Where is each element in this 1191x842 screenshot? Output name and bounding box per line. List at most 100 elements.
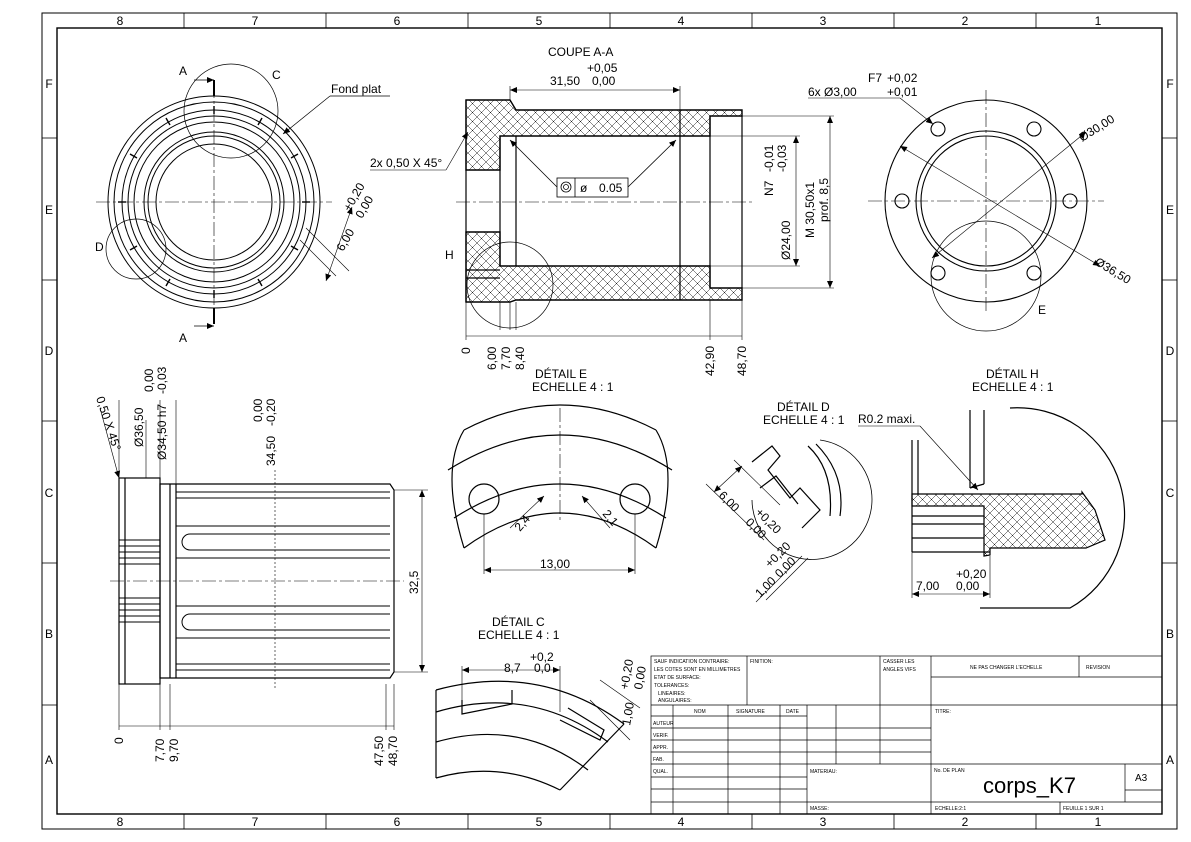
side-view-ord-4870: 48,70	[386, 736, 400, 766]
detail-h-outline	[911, 407, 1126, 609]
section-aa-title: COUPE A-A	[548, 45, 613, 59]
tb-general-note-4: LINEAIRES:	[658, 691, 686, 697]
side-view-ord-970: 9,70	[167, 738, 181, 762]
end-view-dims	[808, 97, 1101, 267]
side-view-dia-3450-tol-minus: -0,03	[155, 366, 169, 394]
zone-col-bottom: 4	[678, 815, 685, 829]
detail-h-title: DÉTAIL H	[986, 366, 1039, 381]
zone-row-right: C	[1166, 486, 1175, 500]
tb-general-note-5: ANGULAIRES:	[658, 698, 692, 704]
tb-format: A3	[1135, 773, 1148, 784]
section-aa-ord-4290: 42,90	[703, 346, 717, 376]
tb-row-auteur: AUTEUR	[653, 721, 674, 727]
section-aa-len: 31,50	[550, 74, 580, 88]
tb-echelle: ECHELLE:2:1	[935, 806, 966, 812]
zone-row-left: B	[45, 627, 53, 641]
section-aa-thread-depth: prof. 8,5	[817, 178, 831, 222]
detail-h-scale: ECHELLE 4 : 1	[972, 380, 1054, 394]
tb-masse: MASSE:	[810, 806, 829, 812]
section-aa-ord-770: 7,70	[499, 346, 513, 370]
front-view	[96, 63, 390, 329]
section-aa-bore-tol-b: -0,03	[775, 144, 789, 172]
title-block	[650, 655, 1163, 815]
tb-general-note-1: LES COTES SONT EN MILLIMETRES	[654, 667, 741, 673]
front-dim-6-value: 6,00	[333, 226, 357, 254]
side-view-mid-tol-zero: 0,00	[251, 398, 265, 422]
section-aa-len-tol-zero: 0,00	[592, 74, 616, 88]
detail-c-view	[435, 666, 641, 791]
detail-c-dim1: 1,00	[619, 701, 637, 727]
section-aa-ord-0: 0	[459, 347, 473, 354]
tb-col-nom: NOM	[694, 709, 706, 715]
zone-col-top: 6	[394, 14, 401, 28]
zone-row-right: A	[1166, 753, 1174, 767]
end-view-holes-tol-a: +0,02	[887, 71, 918, 85]
fond-plat-leader	[282, 95, 390, 135]
detail-d-dim1-text: 1,00 +0,20 0,00	[752, 539, 798, 600]
section-aa-chamfer: 2x 0,50 X 45°	[370, 156, 442, 170]
fond-plat-note: Fond plat	[331, 82, 382, 96]
detail-e-label: E	[1038, 303, 1046, 317]
detail-d-circle	[105, 218, 167, 280]
tb-revision: REVISION	[1086, 665, 1110, 671]
detail-e-hole-right	[619, 483, 651, 515]
end-view-holes-fit: F7	[868, 71, 882, 85]
detail-c-title: DÉTAIL C	[492, 614, 545, 629]
side-view-knurl	[119, 539, 160, 623]
zone-col-top: 8	[117, 14, 124, 28]
section-aa-concentricity	[509, 139, 677, 198]
section-aa-bore-tol-a: -0,01	[762, 144, 776, 172]
zone-row-left: F	[45, 77, 52, 91]
detail-e-circle	[930, 220, 1042, 332]
zone-col-bottom: 1	[1095, 815, 1102, 829]
front-dim-6-text: 6,00 +0,20 0,00	[333, 180, 376, 254]
side-view-mid-dim: 34,50	[264, 436, 278, 466]
detail-h-label: H	[445, 248, 454, 262]
detail-e-width: 13,00	[540, 557, 570, 571]
zone-row-right: E	[1166, 203, 1174, 217]
front-view-centerlines	[96, 84, 332, 320]
section-aa-vertical-dims: Ø24,00 N7 -0,01 -0,03 M 30,50x1 prof. 8,…	[459, 144, 831, 376]
tb-col-signature: SIGNATURE	[736, 709, 765, 715]
detail-e-view	[447, 404, 673, 574]
detail-h-radius-note: R0.2 maxi.	[858, 412, 915, 426]
section-aa-concentricity-dia: ø	[580, 181, 588, 195]
zone-col-top: 4	[678, 14, 685, 28]
tb-no-scale: NE PAS CHANGER L'ECHELLE	[970, 665, 1043, 671]
detail-e-hole-left	[468, 483, 500, 515]
front-dim-6	[299, 206, 353, 282]
section-aa-view	[370, 86, 834, 340]
zone-col-bottom: 8	[117, 815, 124, 829]
detail-e-r-left: 2,4	[512, 512, 534, 534]
detail-h-dim7: 7,00	[916, 579, 940, 593]
end-view	[808, 90, 1104, 332]
detail-c-dim87-tol-zero: 0,0	[534, 661, 551, 675]
zone-ticks	[42, 13, 1177, 829]
section-aa-bore-tol: N7	[762, 180, 776, 196]
detail-d-scale: ECHELLE 4 : 1	[763, 413, 845, 427]
zone-row-left: A	[45, 753, 53, 767]
detail-d-dim6-text: 6,00 +0,20 0,00	[716, 488, 784, 542]
side-view-dia-3450: Ø34,50 h7	[155, 404, 169, 460]
section-aa-bore-dia: Ø24,00	[779, 220, 793, 260]
zone-col-top: 7	[252, 14, 259, 28]
section-aa-hatch	[465, 99, 743, 303]
detail-e-dims	[483, 408, 636, 574]
tb-finition: FINITION:	[750, 659, 773, 665]
section-aa-thread: M 30,50x1	[803, 182, 817, 238]
detail-d-boundary	[751, 439, 873, 560]
side-view-texts: 0,50 X 45° Ø36,50 Ø34,50 h7 0,00 -0,03 0…	[93, 366, 421, 766]
detail-h-view	[858, 407, 1126, 609]
tb-general-note-0: SAUF INDICATION CONTRAIRE:	[654, 659, 729, 665]
zone-row-left: C	[45, 486, 54, 500]
side-view-dia-3650: Ø36,50	[132, 407, 146, 447]
tb-casser-1: ANGLES VIFS	[883, 667, 916, 673]
detail-c-dim1-tol-plus: +0,20	[617, 658, 636, 691]
detail-c-label: C	[272, 68, 281, 82]
detail-h-dim7-tol-plus: +0,20	[956, 567, 987, 581]
zone-col-bottom: 3	[820, 815, 827, 829]
detail-c-dim87-tol-plus: +0,2	[530, 650, 554, 664]
tb-row-verif: VERIF.	[653, 733, 669, 739]
zone-col-top: 5	[536, 14, 543, 28]
detail-c-dim1-tol-zero: 0,00	[631, 665, 649, 691]
